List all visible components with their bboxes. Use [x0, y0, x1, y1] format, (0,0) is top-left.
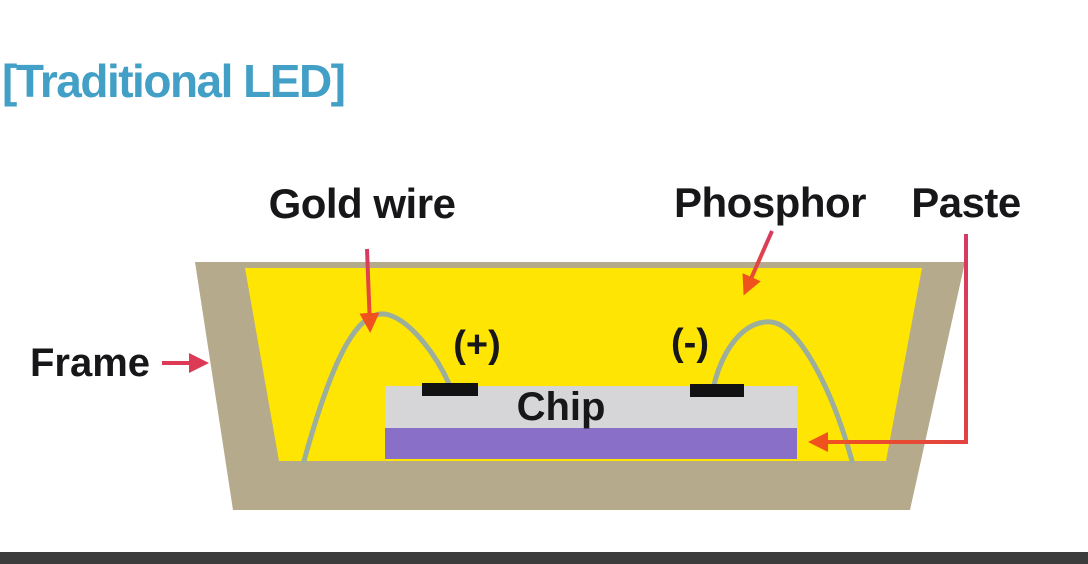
footer-bar: [0, 552, 1088, 564]
paste-layer: [385, 428, 797, 459]
label-phosphor: Phosphor: [674, 179, 866, 226]
phosphor-arrow: [742, 230, 774, 296]
electrode-pad-right: [690, 384, 744, 397]
electrode-pad-left: [422, 383, 478, 396]
label-chip: Chip: [517, 385, 606, 429]
label-gold-wire: Gold wire: [269, 180, 456, 227]
label-anode: (+): [453, 324, 501, 366]
gold-wire-arrow: [359, 248, 380, 333]
page-title: [Traditional LED]: [2, 55, 346, 107]
gold-wire-right: [710, 319, 855, 464]
gold-wire-left: [301, 311, 454, 464]
label-frame: Frame: [30, 341, 150, 385]
label-paste: Paste: [911, 179, 1021, 226]
paste-connector-arrow: [808, 234, 968, 452]
label-cathode: (-): [671, 322, 709, 364]
